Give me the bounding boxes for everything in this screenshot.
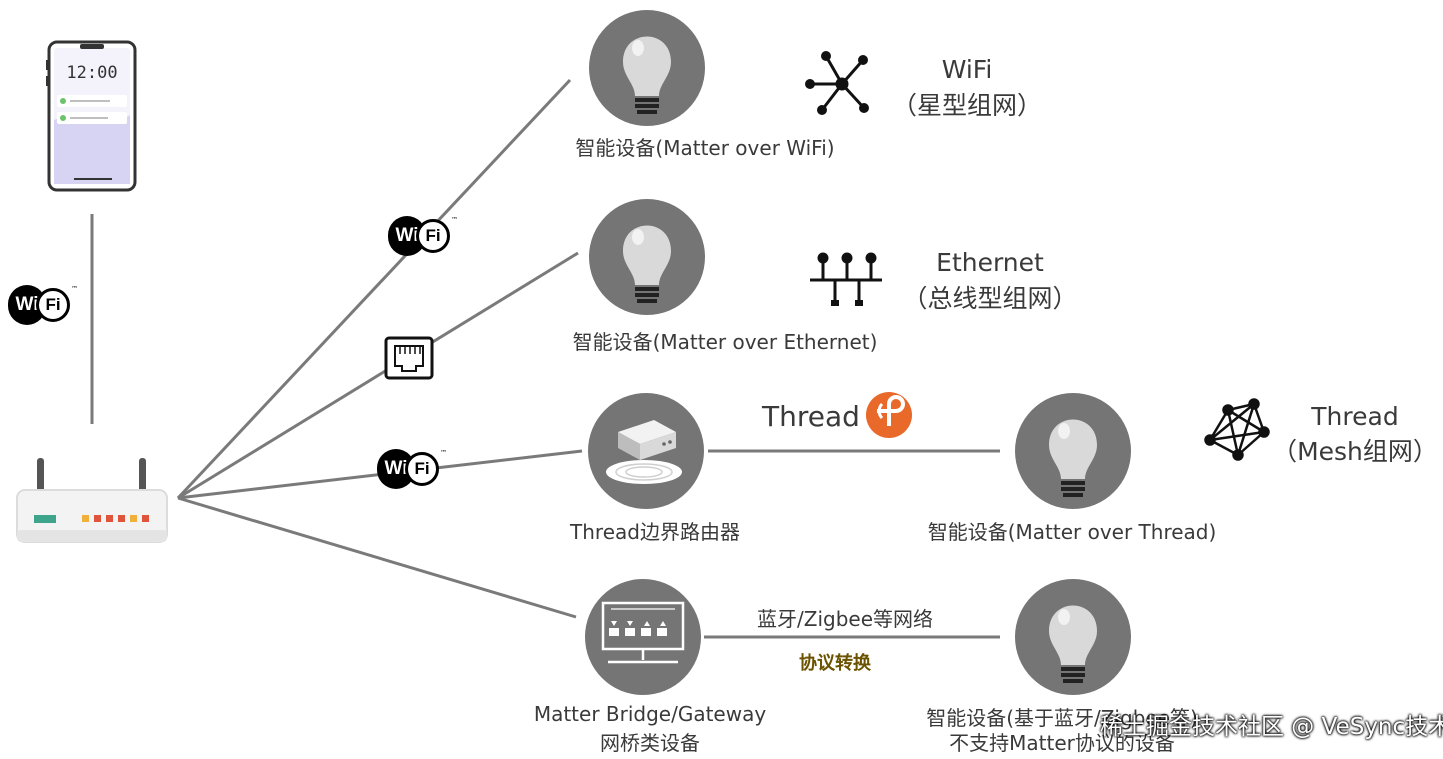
watermark: 稀土掘金技术社区 @ VeSync技术 — [1100, 714, 1443, 740]
router-bridge-link — [177, 496, 577, 619]
star-topology-icon — [805, 51, 869, 115]
wifi-fi-label: Fi — [36, 288, 70, 322]
ethernet-topology-type: （总线型组网） — [902, 284, 1078, 313]
legacy-device-label-line2: 不支持Matter协议的设备 — [949, 731, 1175, 755]
wifi-topology-type: （星型组网） — [891, 91, 1043, 120]
wifi-device-label: 智能设备(Matter over WiFi) — [575, 136, 835, 160]
wifi-badge-phone-link: Wi Fi ™ — [8, 285, 78, 325]
ethernet-device-label: 智能设备(Matter over Ethernet) — [572, 330, 878, 354]
bt-zigbee-network-label: 蓝牙/Zigbee等网络 — [757, 607, 933, 631]
wifi-badge-thread-link: Wi Fi ™ — [377, 449, 447, 489]
bus-topology-icon — [810, 252, 882, 306]
bridge-gateway-icon — [585, 579, 701, 695]
thread-topology-name: Thread — [1311, 402, 1399, 431]
connection-lines — [90, 78, 1000, 639]
phone-clock: 12:00 — [66, 63, 118, 83]
mesh-topology-icon — [1204, 398, 1270, 461]
wifi-wi-label: Wi — [388, 216, 426, 256]
thread-bulb-icon — [1015, 393, 1131, 509]
legacy-bulb-icon — [1015, 579, 1131, 695]
thread-device-label: 智能设备(Matter over Thread) — [927, 520, 1217, 544]
wifi-trademark: ™ — [71, 285, 78, 293]
wifi-fi-label: Fi — [405, 452, 439, 486]
phone-icon — [46, 40, 137, 192]
ethernet-port-icon — [384, 336, 434, 380]
protocol-conversion-label: 协议转换 — [799, 653, 871, 674]
thread-logo-icon — [866, 392, 912, 438]
wifi-bulb-icon — [589, 10, 705, 126]
bridge-label-line1: Matter Bridge/Gateway — [533, 702, 767, 726]
wifi-trademark: ™ — [440, 449, 447, 457]
router-ethernet-link — [177, 251, 579, 500]
router-icon — [16, 458, 168, 543]
wifi-trademark: ™ — [451, 216, 458, 224]
legacy-device-label-line1: 智能设备(基于蓝牙/Zigbee等) — [926, 706, 1198, 730]
thread-topology-type: （Mesh组网） — [1272, 437, 1438, 466]
wifi-topology-name: WiFi — [941, 55, 993, 84]
router-wifi-link — [176, 78, 572, 500]
wifi-badge-wifi-link: Wi Fi ™ — [388, 216, 458, 256]
bridge-label-line2: 网桥类设备 — [600, 731, 700, 755]
thread-router-label: Thread边界路由器 — [570, 520, 740, 544]
thread-link-label: Thread — [762, 400, 860, 433]
ethernet-topology-name: Ethernet — [936, 248, 1044, 277]
thread-border-router-icon — [588, 393, 704, 509]
ethernet-bulb-icon — [589, 199, 705, 315]
wifi-fi-label: Fi — [416, 219, 450, 253]
